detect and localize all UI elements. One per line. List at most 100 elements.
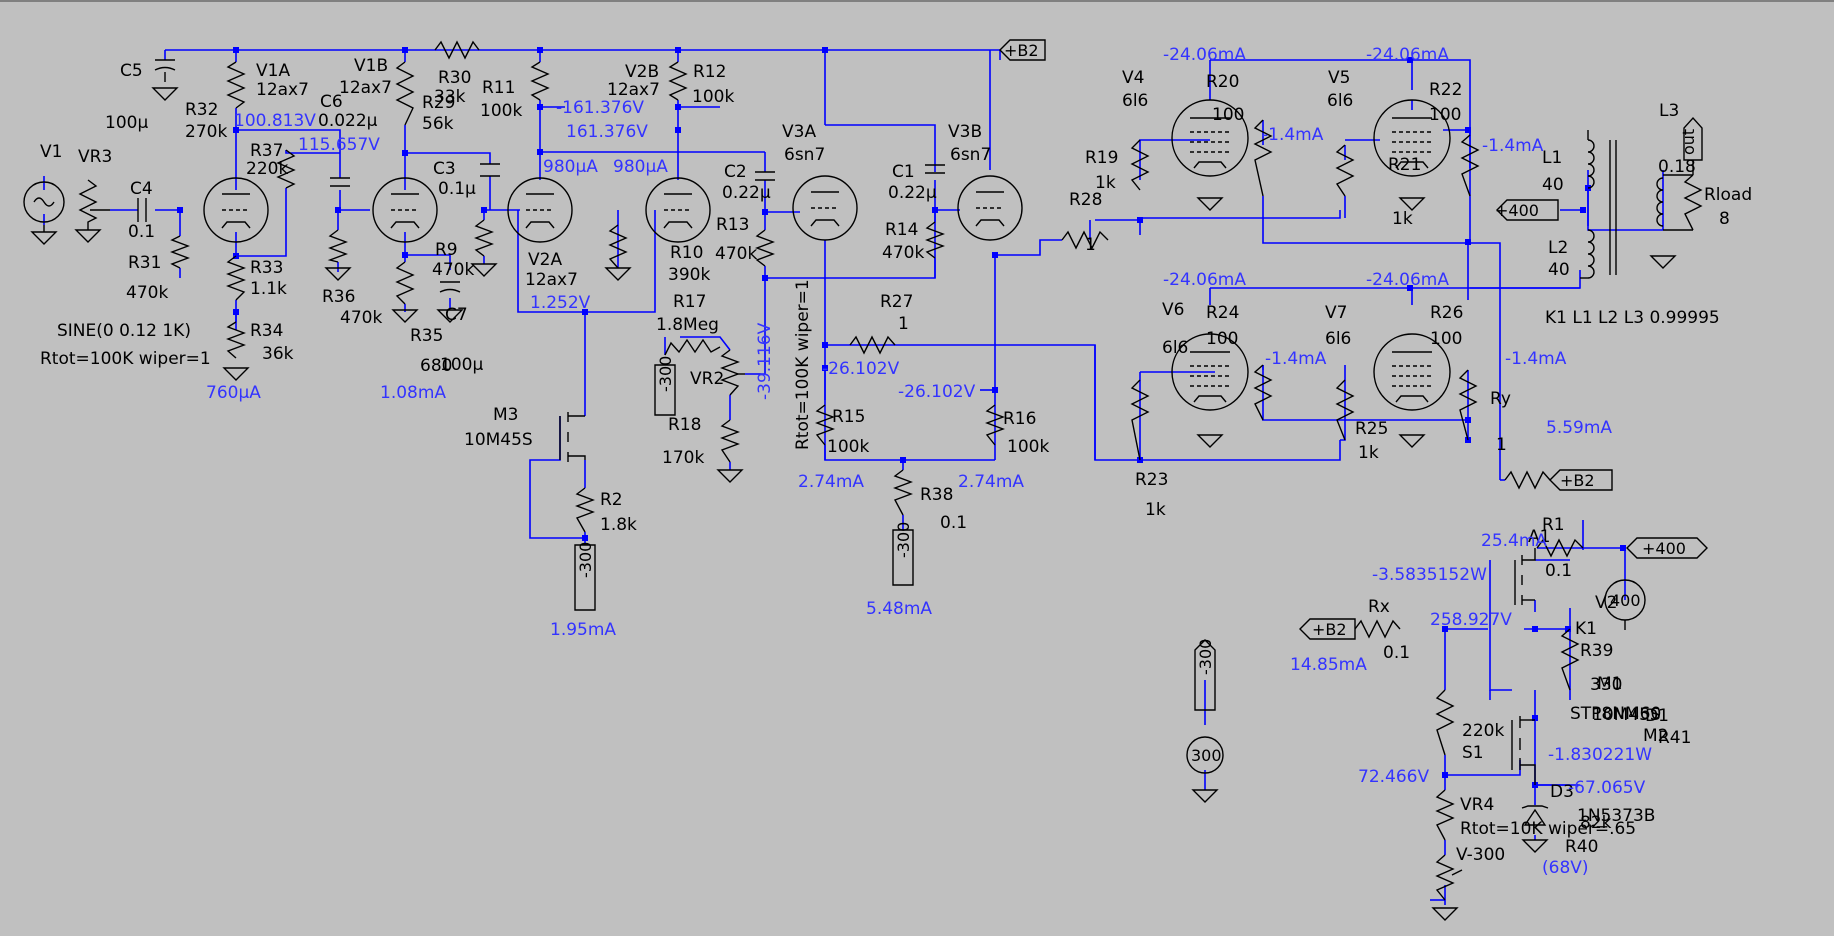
component-label: V1A [256, 61, 290, 81]
component-label: 12ax7 [607, 80, 660, 100]
component-label: M3 [493, 405, 518, 425]
operating-point-annotation: -3.5835152W [1372, 565, 1487, 585]
component-label: 100k [692, 87, 734, 107]
component-label: 1N5373B [1577, 806, 1655, 826]
resistor-r40-symbol [1435, 789, 1455, 841]
component-label: R18 [668, 415, 701, 435]
operating-point-annotation: -161.376V [556, 98, 644, 118]
component-label: R9 [435, 240, 458, 260]
tube-v6-symbol [1171, 333, 1249, 411]
operating-point-annotation: 1.08mA [380, 383, 446, 403]
component-label: R34 [250, 321, 283, 341]
component-label: M2 [1643, 726, 1668, 746]
resistor-r32-symbol [226, 61, 246, 109]
component-label: 10M45S [1592, 705, 1661, 725]
component-label: 470k [432, 260, 474, 280]
component-label: 1.8Meg [656, 315, 719, 335]
component-label: 100µ [440, 355, 483, 375]
net-flag-label: +400 [1495, 201, 1539, 220]
tube-v2b-symbol [645, 177, 711, 243]
component-label: R35 [410, 326, 443, 346]
operating-point-annotation: -24.06mA [1366, 270, 1449, 290]
component-label: S1 [1462, 743, 1484, 763]
component-label: V3A [782, 122, 816, 142]
component-label: 1k [1392, 209, 1413, 229]
component-label: R21 [1388, 155, 1421, 175]
component-label: R27 [880, 292, 913, 312]
component-label: V-300 [1456, 845, 1505, 865]
component-label: R31 [128, 253, 161, 273]
component-label: D3 [1550, 782, 1574, 802]
component-label: 12ax7 [525, 270, 578, 290]
component-label: 6l6 [1327, 91, 1353, 111]
component-label: VR2 [690, 369, 724, 389]
component-label: 1k [1095, 173, 1116, 193]
net-flag-label: -300 [576, 542, 595, 578]
component-label: C1 [892, 162, 915, 182]
component-label: C2 [724, 162, 747, 182]
tube-v3a-symbol [792, 175, 858, 241]
resistor-r14-symbol [925, 221, 945, 259]
component-label: SINE(0 0.12 1K) [57, 321, 191, 341]
operating-point-annotation: -39.116V [755, 322, 775, 400]
component-label: 0.1 [1383, 643, 1410, 663]
tube-v7-symbol [1373, 333, 1451, 411]
tube-v2a-symbol [507, 177, 573, 243]
inductor-l2-symbol [1587, 229, 1595, 279]
component-label: Rx [1368, 597, 1390, 617]
operating-point-annotation: -1.4mA [1482, 136, 1544, 156]
component-label: 220k [246, 159, 288, 179]
component-label: R41 [1658, 728, 1691, 748]
component-label: R12 [693, 62, 726, 82]
operating-point-annotation: 5.59mA [1546, 418, 1612, 438]
component-label: 36k [262, 344, 294, 364]
component-label: 100k [827, 437, 869, 457]
component-label: R17 [673, 292, 706, 312]
resistor-r13-symbol [755, 229, 775, 267]
resistor-r9-symbol [474, 219, 494, 257]
component-label: V2B [625, 62, 659, 82]
component-label: C7 [445, 305, 468, 325]
component-label: 56k [422, 114, 454, 134]
resistor-r26-symbol [1458, 369, 1478, 441]
component-label: D1 [1645, 706, 1669, 726]
component-label: V6 [1162, 300, 1184, 320]
component-label: L1 [1542, 148, 1562, 168]
component-label: 100 [1430, 329, 1462, 349]
operating-point-annotation: 1.252V [530, 293, 591, 313]
resistor-r12-symbol [668, 61, 688, 101]
tube-v5-symbol [1373, 99, 1451, 177]
net-flags [574, 39, 1708, 711]
component-label: K1 [1575, 619, 1597, 639]
resistor-r2-symbol [575, 487, 595, 533]
component-label: 12ax7 [339, 78, 392, 98]
component-label: V5 [1328, 68, 1350, 88]
resistor-r31-symbol [170, 235, 190, 269]
resistor-r18-symbol [720, 419, 740, 463]
component-label: 40 [1548, 260, 1570, 280]
resistor-r10-symbol [608, 224, 628, 269]
component-label: 12ax7 [256, 80, 309, 100]
operating-point-annotation: -24.06mA [1366, 45, 1449, 65]
component-label: R10 [670, 243, 703, 263]
component-label: Ry [1490, 389, 1511, 409]
component-label: 8 [1719, 209, 1730, 229]
ground-symbols [30, 87, 1677, 921]
net-flag-label: +B2 [1004, 41, 1039, 60]
resistor-rx-symbol [1354, 619, 1401, 639]
component-label: 390k [668, 265, 710, 285]
component-label: 1 [898, 314, 909, 334]
component-label: 470k [126, 283, 168, 303]
net-flag-label: -300 [1196, 639, 1215, 675]
resistor-ry-symbol [1504, 470, 1551, 490]
net-flag-label: -300 [894, 522, 913, 558]
resistor-r21-symbol [1335, 144, 1355, 197]
component-label: 6l6 [1162, 338, 1188, 358]
zener-d3-symbol [1523, 808, 1547, 826]
net-flag-label: +400 [1642, 539, 1686, 558]
component-label: V1B [354, 56, 388, 76]
